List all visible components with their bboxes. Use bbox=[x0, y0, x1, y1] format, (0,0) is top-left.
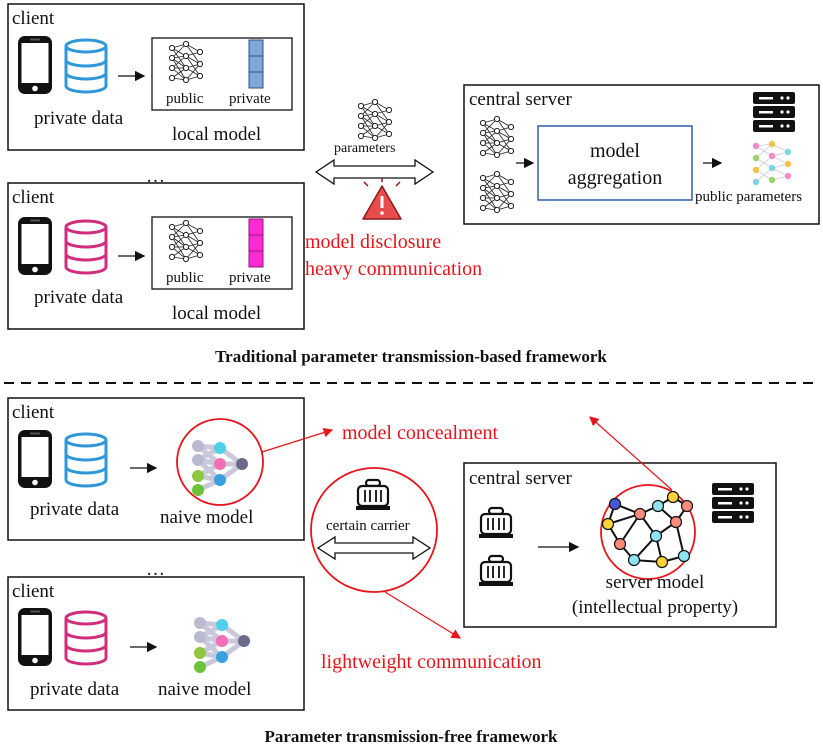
phone-icon bbox=[18, 430, 52, 488]
local-model-label: local model bbox=[172, 124, 261, 145]
naive-model-label: naive model bbox=[160, 507, 253, 528]
phone-icon bbox=[18, 217, 52, 275]
phone-icon bbox=[18, 608, 52, 666]
warning-icon bbox=[362, 178, 402, 220]
server-title: central server bbox=[469, 89, 573, 110]
concealment-circle bbox=[176, 418, 264, 506]
concealment-arrow bbox=[261, 427, 334, 453]
server-model-graph-icon bbox=[601, 490, 694, 569]
private-data-label: private data bbox=[34, 108, 124, 129]
bottom-central-server: central server bbox=[463, 416, 777, 628]
lightweight-arrow bbox=[384, 591, 462, 639]
certain-carrier-label: certain carrier bbox=[326, 518, 410, 534]
public-label: public bbox=[166, 91, 204, 107]
server-concealment-arrow bbox=[589, 416, 673, 491]
aggregation-box bbox=[537, 125, 693, 201]
bottom-client-1: client private data naive model bbox=[7, 397, 305, 541]
local-model-label: local model bbox=[172, 303, 261, 324]
database-icon bbox=[64, 38, 108, 94]
top-central-server: central server model aggregation public … bbox=[463, 84, 820, 225]
public-parameters-label: public parameters bbox=[695, 189, 802, 205]
top-client-1: client private data public private local… bbox=[7, 3, 305, 151]
database-icon bbox=[64, 432, 108, 488]
phone-icon bbox=[18, 36, 52, 94]
server-model-circle bbox=[600, 484, 696, 580]
server-icon bbox=[712, 483, 754, 523]
server-model-label: server model bbox=[606, 572, 705, 593]
client-label: client bbox=[12, 402, 55, 423]
model-disclosure-label: model disclosure bbox=[305, 231, 441, 253]
private-blocks-icon bbox=[248, 39, 264, 89]
neural-network-icon bbox=[357, 98, 393, 142]
top-client-2: client private data public private local… bbox=[7, 182, 305, 330]
bottom-transmission: model concealment certain carrier lightw… bbox=[261, 422, 542, 673]
database-icon bbox=[64, 219, 108, 275]
server-title: central server bbox=[469, 468, 573, 489]
server-icon bbox=[753, 92, 795, 132]
naive-model-label: naive model bbox=[158, 679, 251, 700]
lightweight-communication-label: lightweight communication bbox=[321, 651, 542, 673]
heavy-communication-label: heavy communication bbox=[305, 258, 482, 280]
top-transmission: parameters model disclosure heavy commun… bbox=[305, 98, 482, 280]
private-blocks-icon bbox=[248, 218, 264, 268]
client-label: client bbox=[12, 581, 55, 602]
ellipsis: … bbox=[146, 559, 165, 580]
public-model-icon bbox=[752, 140, 792, 186]
ellipsis: … bbox=[146, 166, 165, 187]
intellectual-property-label: (intellectual property) bbox=[572, 597, 738, 618]
carrier-icon bbox=[354, 478, 392, 512]
bidirectional-arrow-icon bbox=[314, 158, 435, 186]
carrier-circle bbox=[310, 467, 438, 593]
private-label: private bbox=[229, 91, 271, 107]
client-label: client bbox=[12, 8, 55, 29]
bottom-client-2: client private data naive model bbox=[7, 576, 305, 711]
aggregation-line2: aggregation bbox=[568, 167, 662, 189]
client-label: client bbox=[12, 187, 55, 208]
private-data-label: private data bbox=[30, 679, 120, 700]
private-label: private bbox=[229, 270, 271, 286]
model-concealment-label: model concealment bbox=[342, 422, 498, 444]
private-data-label: private data bbox=[30, 499, 120, 520]
bottom-caption: Parameter transmission-free framework bbox=[265, 727, 559, 746]
bidirectional-arrow-icon bbox=[316, 535, 432, 561]
private-data-label: private data bbox=[34, 287, 124, 308]
aggregation-line1: model bbox=[590, 140, 640, 162]
public-label: public bbox=[166, 270, 204, 286]
database-icon bbox=[64, 610, 108, 666]
parameters-label: parameters bbox=[334, 141, 395, 156]
top-caption: Traditional parameter transmission-based… bbox=[215, 347, 607, 366]
